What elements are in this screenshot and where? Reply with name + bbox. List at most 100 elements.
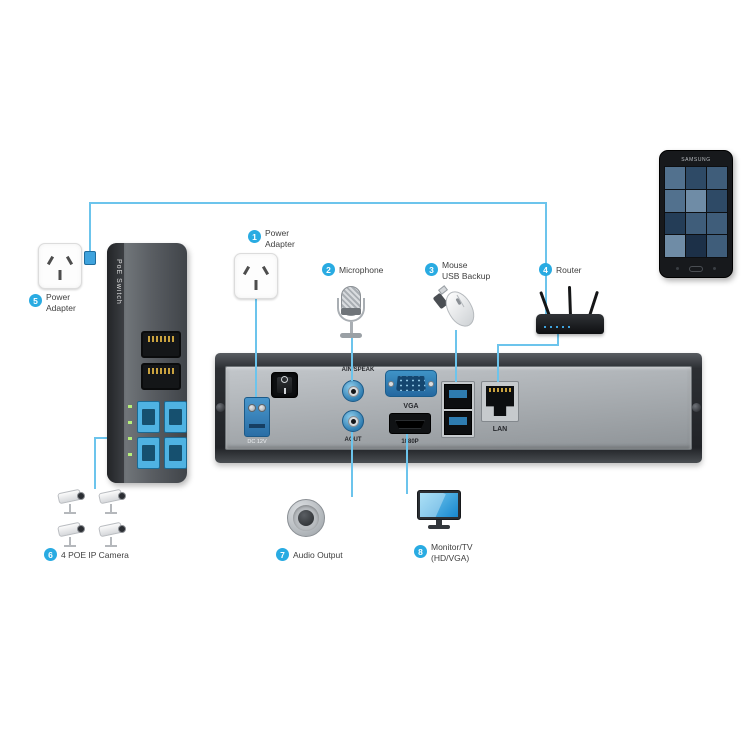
switch-uplink-port [141, 331, 181, 358]
dc-power-terminal [244, 397, 270, 437]
router-leds [544, 326, 570, 328]
router-antenna [539, 291, 551, 317]
callout-2-badge: 2 [322, 263, 335, 276]
callout-5-label: Power Adapter [46, 292, 76, 313]
callout-7-label: Audio Output [293, 550, 343, 561]
phone-brand-label: SAMSUNG [681, 157, 711, 163]
microphone-icon [333, 286, 369, 340]
terminal-screw [258, 404, 266, 412]
ip-camera-icon [97, 486, 130, 514]
connection-line-monitor [406, 434, 408, 494]
dc-port-label: DC 12V [247, 439, 267, 445]
usb-tongue [449, 390, 467, 398]
connection-line-microphone [351, 338, 353, 381]
connection-line-cameras-v [94, 437, 96, 489]
poe-port-slot [142, 409, 155, 425]
camera-thumbnail [686, 189, 706, 212]
camera-thumbnail [686, 167, 706, 189]
connection-line-top [89, 202, 547, 204]
callout-5-line2: Adapter [46, 302, 76, 313]
usb-port [444, 410, 472, 435]
screen-shine [420, 493, 446, 517]
monitor-icon [417, 490, 461, 534]
monitor-base [428, 525, 450, 529]
hdmi-port [389, 413, 431, 434]
camera-thumbnail [665, 235, 685, 257]
hdmi-label: 1080P [401, 439, 419, 445]
outlet-slot [261, 265, 270, 276]
callout-8-line2: (HD/VGA) [431, 552, 470, 563]
callout-8-label: Monitor/TV (HD/VGA) [431, 542, 473, 563]
camera-thumbnail [707, 167, 727, 189]
power-symbol-icon [283, 388, 286, 394]
callout-7-line1: Audio Output [293, 550, 343, 560]
callout-8-badge: 8 [414, 545, 427, 558]
connection-line-audio-out [351, 432, 353, 497]
terminal-screw [248, 404, 256, 412]
monitor-neck [436, 520, 442, 525]
mouse-body [440, 286, 480, 332]
monitor-frame [417, 490, 461, 520]
router-antenna [567, 285, 572, 317]
camera-base [64, 545, 76, 547]
rj45-pins [489, 388, 511, 392]
jack-hole [350, 388, 356, 394]
callout-3-badge: 3 [425, 263, 438, 276]
callout-2-label: Microphone [339, 265, 383, 276]
ain-speak-label: AIN/SPEAK [341, 367, 375, 373]
monitor-screen [420, 493, 458, 517]
callout-2-line1: Microphone [339, 265, 384, 275]
mic-base [340, 333, 362, 338]
connection-line-router-v [557, 333, 559, 346]
camera-thumbnail [707, 235, 727, 257]
mouse-usb-icon [432, 285, 480, 334]
poe-port-slot [169, 445, 182, 461]
camera-mount [69, 537, 71, 545]
callout-7-badge: 7 [276, 548, 289, 561]
callout-3-line2: USB Backup [442, 270, 491, 281]
callout-4-label: Router [556, 265, 582, 276]
callout-5-line1: Power [46, 292, 71, 302]
audio-in-jack [342, 380, 364, 402]
camera-base [105, 512, 117, 514]
vga-label: VGA [403, 403, 419, 410]
poe-port [164, 401, 187, 433]
connection-line-router-lan [497, 344, 499, 382]
screw-icon [216, 403, 225, 412]
callout-3-line1: Mouse [442, 260, 468, 270]
smartphone: SAMSUNG [659, 150, 733, 278]
camera-base [105, 545, 117, 547]
speaker-icon [287, 499, 325, 537]
audio-out-jack [342, 410, 364, 432]
connection-line-top-right [545, 202, 547, 316]
camera-mount [110, 504, 112, 512]
mic-yoke [337, 298, 365, 322]
outlet-slot [58, 270, 62, 280]
poe-camera-group [56, 486, 130, 548]
usb-ports [441, 381, 475, 438]
connection-line-router-h [497, 344, 559, 346]
callout-1-line1: Power [265, 228, 290, 238]
switch-edge [107, 243, 124, 483]
switch-poe-ports [137, 401, 187, 469]
camera-thumbnail [707, 212, 727, 235]
phone-home-button [689, 266, 703, 272]
terminal-slot [249, 424, 265, 428]
camera-thumbnail [665, 189, 685, 212]
callout-6-label: 4 POE IP Camera [61, 550, 129, 561]
callout-1-badge: 1 [248, 230, 261, 243]
vga-screw [428, 381, 434, 387]
camera-thumbnail [686, 235, 706, 257]
lan-label: LAN [492, 426, 508, 433]
camera-lens [77, 492, 85, 500]
vga-port [385, 370, 437, 397]
power-outlet-icon [38, 243, 82, 289]
aout-label: AOUT [344, 437, 362, 443]
usb-port [444, 384, 472, 409]
poe-port [137, 401, 160, 433]
phone-screen [664, 166, 728, 258]
jack-hole [350, 418, 356, 424]
camera-thumbnail [686, 212, 706, 235]
camera-mount [110, 537, 112, 545]
nvr-power-switch [271, 372, 298, 398]
